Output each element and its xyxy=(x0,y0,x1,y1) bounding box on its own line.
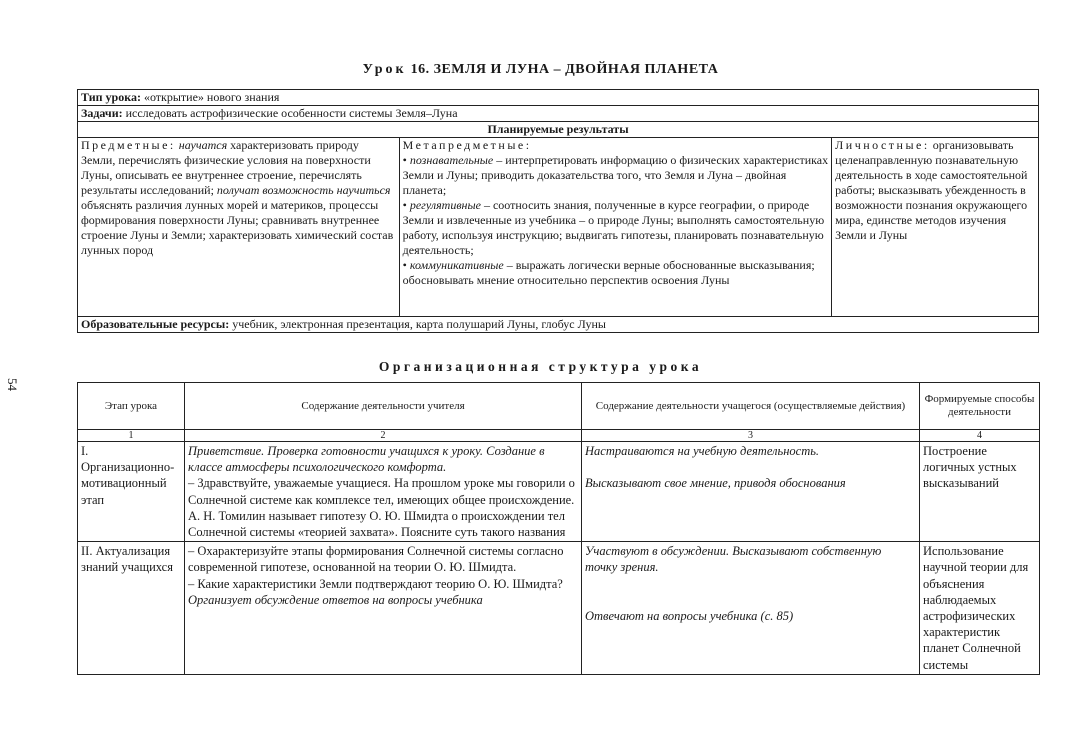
planned-results-header-row: Планируемые результаты xyxy=(77,121,1039,138)
skills-cell: Построение логичных устных высказываний xyxy=(919,440,1040,543)
lesson-type-row: Тип урока: «открытие» нового знания xyxy=(77,89,1039,106)
tasks-cell: Задачи: исследовать астрофизические особ… xyxy=(77,105,1039,122)
planned-results-row: Предметные: научатся характеризовать при… xyxy=(77,137,1039,317)
personal-results-cell: Личностные: организовывать целенаправлен… xyxy=(831,137,1039,317)
header-skills: Формируемые способы деятельности xyxy=(919,382,1040,430)
resources-value: учебник, электронная презентация, карта … xyxy=(232,317,606,331)
resources-label: Образовательные ресурсы: xyxy=(81,317,230,331)
tasks-row: Задачи: исследовать астрофизические особ… xyxy=(77,105,1039,122)
column-number: 4 xyxy=(919,429,1040,442)
meta-results-cell: Метапредметные: • познавательные – интер… xyxy=(398,137,833,317)
lesson-info-table: Тип урока: «открытие» нового знания Зада… xyxy=(77,89,1039,333)
teacher-italic: Приветствие. Проверка готовности учащихс… xyxy=(188,444,545,475)
subject-opportunity-text: объяснять различия лунных морей и матери… xyxy=(81,198,394,257)
student-cell: Настраиваются на учебную деятельность. В… xyxy=(581,440,920,543)
teacher-text: – Какие характеристики Земли подтверждаю… xyxy=(188,576,563,591)
column-number: 3 xyxy=(581,429,920,442)
lesson-type-label: Тип урока: xyxy=(81,90,141,104)
header-stage: Этап урока xyxy=(77,382,185,430)
meta-regulatory: • регулятивные – соотносить знания, полу… xyxy=(402,198,825,257)
lesson-type-value: «открытие» нового знания xyxy=(143,90,280,104)
meta-communicative-label: коммуникативные xyxy=(409,258,504,272)
subject-learn-text: характеризовать природу Земли, перечисля… xyxy=(81,138,371,197)
resources-row: Образовательные ресурсы: учебник, электр… xyxy=(77,316,1039,333)
page-number: 54 xyxy=(5,378,20,391)
student-cell: Участвуют в обсуждении. Высказывают собс… xyxy=(581,541,920,675)
stage-cell: I. Организационно-мотивационный этап xyxy=(77,440,185,543)
structure-header-row: Этап урока Содержание деятельности учите… xyxy=(77,382,1040,430)
personal-label: Личностные: xyxy=(835,138,930,152)
meta-cognitive-label: познавательные xyxy=(409,153,494,167)
meta-label: Метапредметные: xyxy=(402,138,532,152)
student-action: Отвечают на вопросы учебника (с. 85) xyxy=(585,608,794,623)
meta-cognitive-text: – интерпретировать информацию о физическ… xyxy=(402,153,829,197)
subject-learn-label: научатся xyxy=(178,138,228,152)
subject-label: Предметные: xyxy=(81,138,176,152)
personal-text: организовывать целенаправленную познават… xyxy=(835,138,1028,242)
header-student: Содержание деятельности учащегося (осуще… xyxy=(581,382,920,430)
meta-regulatory-text: – соотносить знания, полученные в курсе … xyxy=(402,198,825,257)
meta-communicative: • коммуникативные – выражать логически в… xyxy=(402,258,815,287)
subject-opportunity-label: получат возможность научиться xyxy=(216,183,391,197)
teacher-text: – Здравствуйте, уважаемые учащиеся. На п… xyxy=(188,476,575,540)
teacher-text: – Охарактеризуйте этапы формирования Сол… xyxy=(188,544,564,575)
table-row: II. Актуализация знаний учащихся – Охара… xyxy=(77,541,1040,675)
structure-title: Организационная структура урока xyxy=(378,359,703,374)
header-teacher: Содержание деятельности учителя xyxy=(184,382,582,430)
column-number: 2 xyxy=(184,429,582,442)
resources-cell: Образовательные ресурсы: учебник, электр… xyxy=(77,316,1039,333)
student-action: Настраиваются на учебную деятельность. xyxy=(585,444,820,458)
tasks-value: исследовать астрофизические особенности … xyxy=(125,106,458,120)
meta-cognitive: • познавательные – интерпретировать инфо… xyxy=(402,153,829,197)
stage-cell: II. Актуализация знаний учащихся xyxy=(77,541,185,675)
teacher-italic: Организует обсуждение ответов на вопросы… xyxy=(188,592,483,607)
column-number: 1 xyxy=(77,429,185,442)
title-text: 16. ЗЕМЛЯ И ЛУНА – ДВОЙНАЯ ПЛАНЕТА xyxy=(410,62,719,77)
meta-regulatory-label: регулятивные xyxy=(409,198,481,212)
subject-results-cell: Предметные: научатся характеризовать при… xyxy=(77,137,400,317)
column-number-row: 1 2 3 4 xyxy=(77,429,1040,442)
structure-table: Этап урока Содержание деятельности учите… xyxy=(77,382,1040,675)
table-row: I. Организационно-мотивационный этап При… xyxy=(77,440,1040,543)
tasks-label: Задачи: xyxy=(81,106,123,120)
meta-communicative-text: – выражать логически верные обоснованные… xyxy=(402,258,815,287)
skills-cell: Использование научной теории для объясне… xyxy=(919,541,1040,675)
lesson-type-cell: Тип урока: «открытие» нового знания xyxy=(77,89,1039,106)
student-action: Участвуют в обсуждении. Высказывают собс… xyxy=(585,544,882,575)
teacher-cell: – Охарактеризуйте этапы формирования Сол… xyxy=(184,541,582,675)
planned-results-header: Планируемые результаты xyxy=(77,121,1039,138)
page-title: Урок 16. ЗЕМЛЯ И ЛУНА – ДВОЙНАЯ ПЛАНЕТА xyxy=(0,62,1081,78)
teacher-cell: Приветствие. Проверка готовности учащихс… xyxy=(184,440,582,543)
title-prefix: Урок xyxy=(362,62,407,77)
student-action: Высказывают свое мнение, приводя обоснов… xyxy=(585,476,846,491)
